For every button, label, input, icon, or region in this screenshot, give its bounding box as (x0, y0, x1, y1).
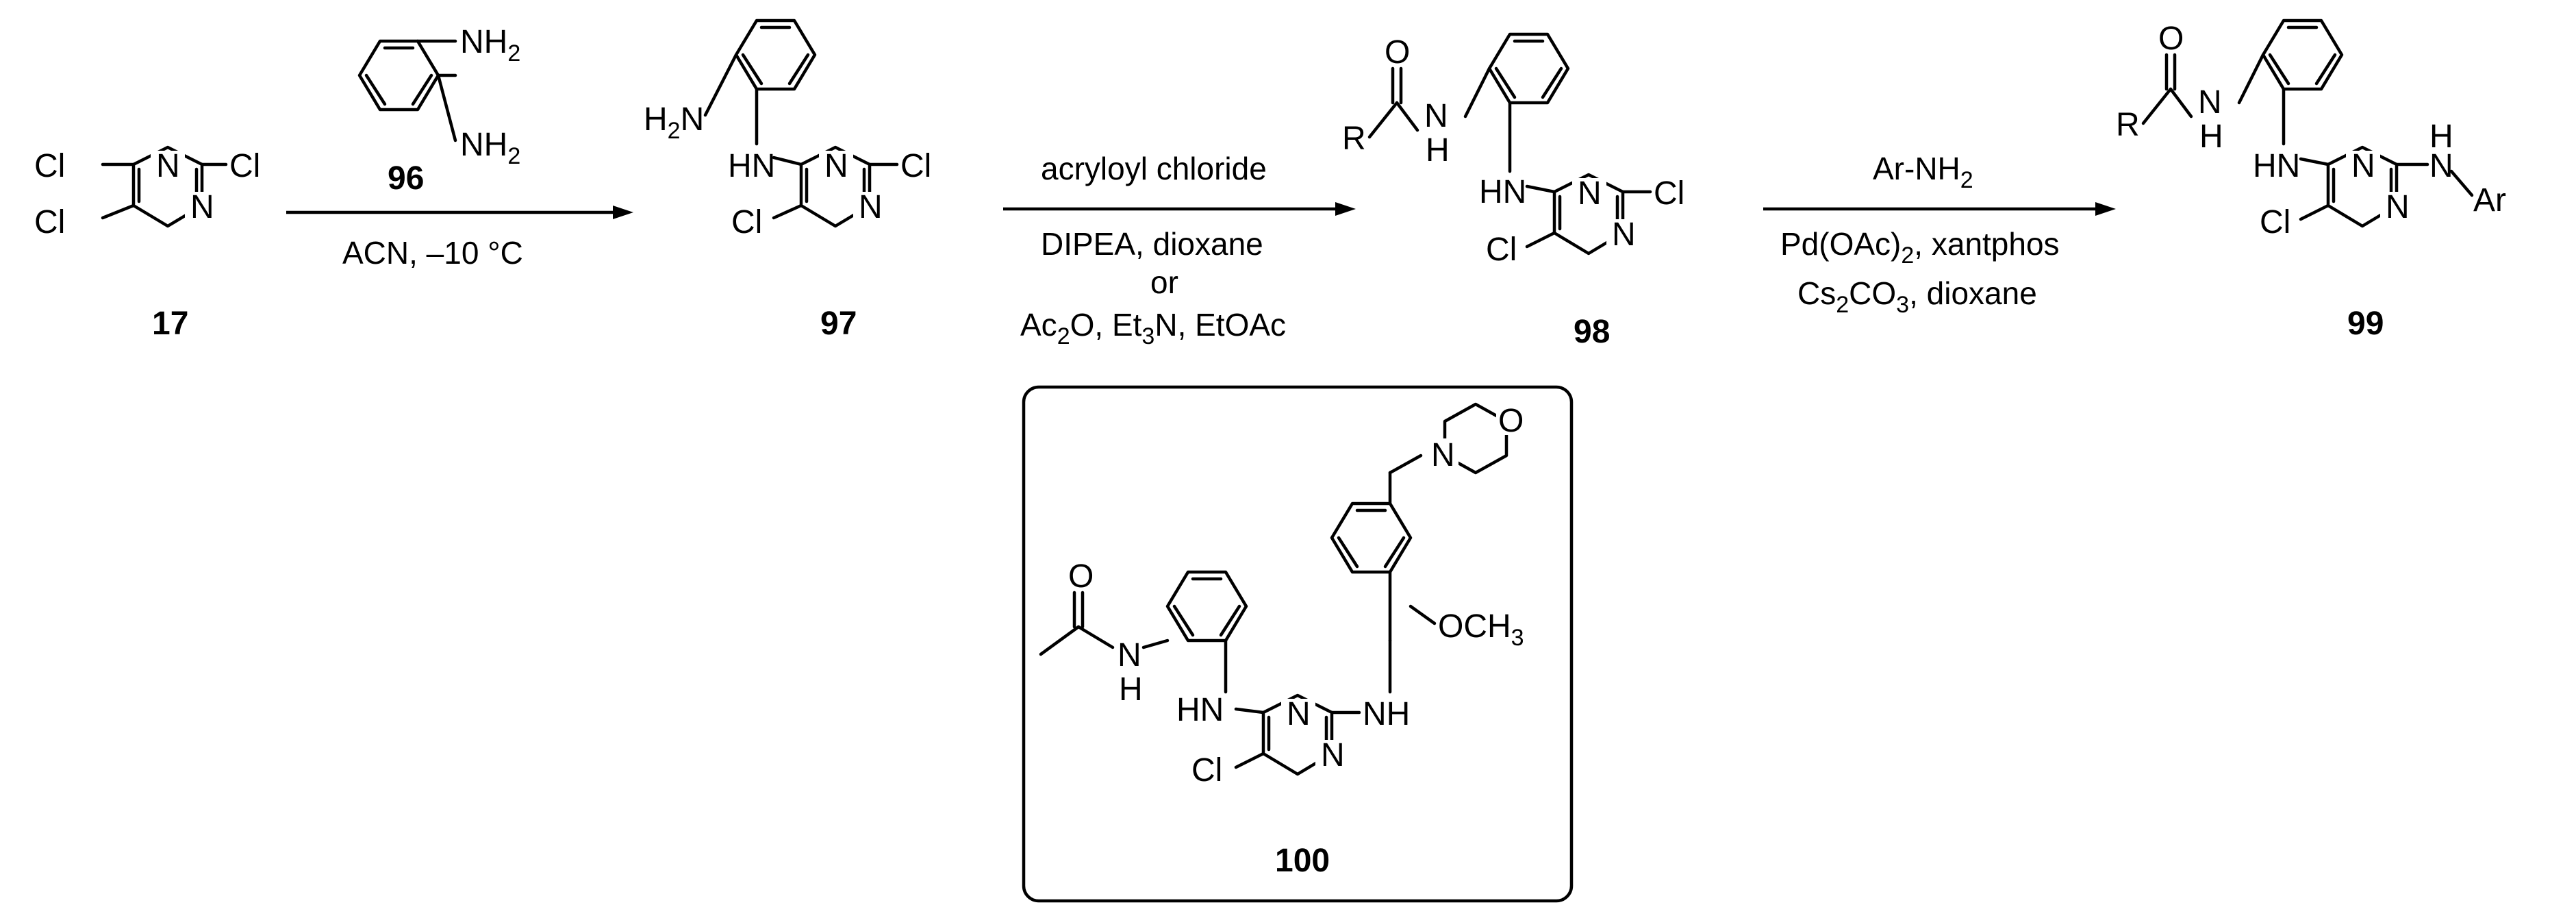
atom-hn: HN (2253, 148, 2300, 184)
reaction-arrow-2: acryloyl chloride DIPEA, dioxane or Ac2O… (1003, 151, 1356, 349)
atom-hn: HN (728, 148, 775, 184)
atom-n: N (859, 189, 883, 225)
compound-99-structure: N N O R N H HN H N Ar Cl 99 (2116, 18, 2506, 342)
atom-n: N (1578, 175, 1602, 212)
atom-n: N (2429, 148, 2453, 184)
atom-o: O (1068, 558, 1094, 595)
compound-100-label: 100 (1275, 843, 1330, 879)
condition-step3-line2: Pd(OAc)2, xantphos (1780, 226, 2060, 269)
atom-hn: HN (1176, 692, 1224, 728)
atom-o: O (2158, 21, 2184, 57)
atom-h: H (1119, 671, 1143, 708)
atom-cl: Cl (34, 204, 65, 240)
atom-och3: OCH3 (1438, 608, 1524, 651)
atom-cl: Cl (731, 204, 762, 240)
compound-17-structure: N N Cl Cl Cl 17 (34, 145, 260, 342)
atom-n: N (1424, 98, 1448, 134)
atom-n: N (1117, 637, 1141, 673)
compound-17-label: 17 (152, 306, 188, 342)
atom-h: H (2429, 119, 2453, 155)
atom-cl: Cl (1486, 232, 1517, 268)
atom-ar: Ar (2473, 182, 2506, 219)
atom-cl: Cl (1191, 752, 1222, 789)
atom-nh2: NH2 (460, 127, 520, 169)
compound-98-label: 98 (1574, 314, 1610, 350)
compound-99-label: 99 (2347, 306, 2384, 342)
condition-step3-line3: Cs2CO3, dioxane (1797, 275, 2037, 318)
atom-r: R (1342, 121, 1366, 157)
atom-r: R (2116, 107, 2140, 143)
atom-h: H (1426, 132, 1450, 169)
atom-o: O (1385, 34, 1410, 71)
atom-cl: Cl (900, 148, 931, 184)
atom-n: N (2351, 148, 2375, 184)
atom-cl: Cl (229, 148, 260, 184)
condition-step2-line4: Ac2O, Et3N, EtOAc (1020, 307, 1286, 349)
reaction-arrow-1: ACN, –10 °C (286, 206, 633, 271)
condition-step3-line1: Ar-NH2 (1873, 151, 1973, 193)
atom-n: N (156, 148, 180, 184)
atom-h: H (2199, 119, 2223, 155)
atom-n: N (190, 189, 214, 225)
compound-97-label: 97 (820, 306, 857, 342)
atom-n: N (1321, 737, 1345, 773)
condition-step2-line2: DIPEA, dioxane (1041, 226, 1263, 262)
compound-98-structure: N N O R N H HN Cl Cl 98 (1342, 32, 1684, 350)
compound-100-box: O N H HN N N Cl NH OCH3 (1022, 385, 1574, 903)
atom-h2n: H2N (644, 101, 704, 144)
condition-step1: ACN, –10 °C (342, 235, 523, 271)
atom-n: N (1431, 437, 1455, 473)
atom-cl: Cl (1654, 175, 1684, 212)
atom-n: N (2198, 84, 2222, 121)
compound-96-label: 96 (388, 160, 424, 197)
compound-96-structure: NH2 NH2 96 (357, 24, 520, 197)
atom-nh2: NH2 (460, 24, 520, 66)
atom-cl: Cl (34, 148, 65, 184)
atom-cl: Cl (2260, 204, 2290, 240)
atom-n: N (2386, 189, 2410, 225)
atom-hn: HN (1479, 174, 1526, 210)
condition-step2-line1: acryloyl chloride (1041, 151, 1267, 186)
compound-97-structure: N N H2N HN Cl Cl 97 (644, 18, 931, 342)
condition-step2-line3: or (1150, 264, 1178, 300)
atom-n: N (1612, 216, 1636, 253)
atom-n: N (824, 148, 848, 184)
atom-nh: NH (1363, 696, 1410, 732)
atom-n: N (1287, 696, 1311, 732)
atom-o: O (1498, 403, 1524, 439)
reaction-arrow-3: Ar-NH2 Pd(OAc)2, xantphos Cs2CO3, dioxan… (1763, 151, 2116, 318)
